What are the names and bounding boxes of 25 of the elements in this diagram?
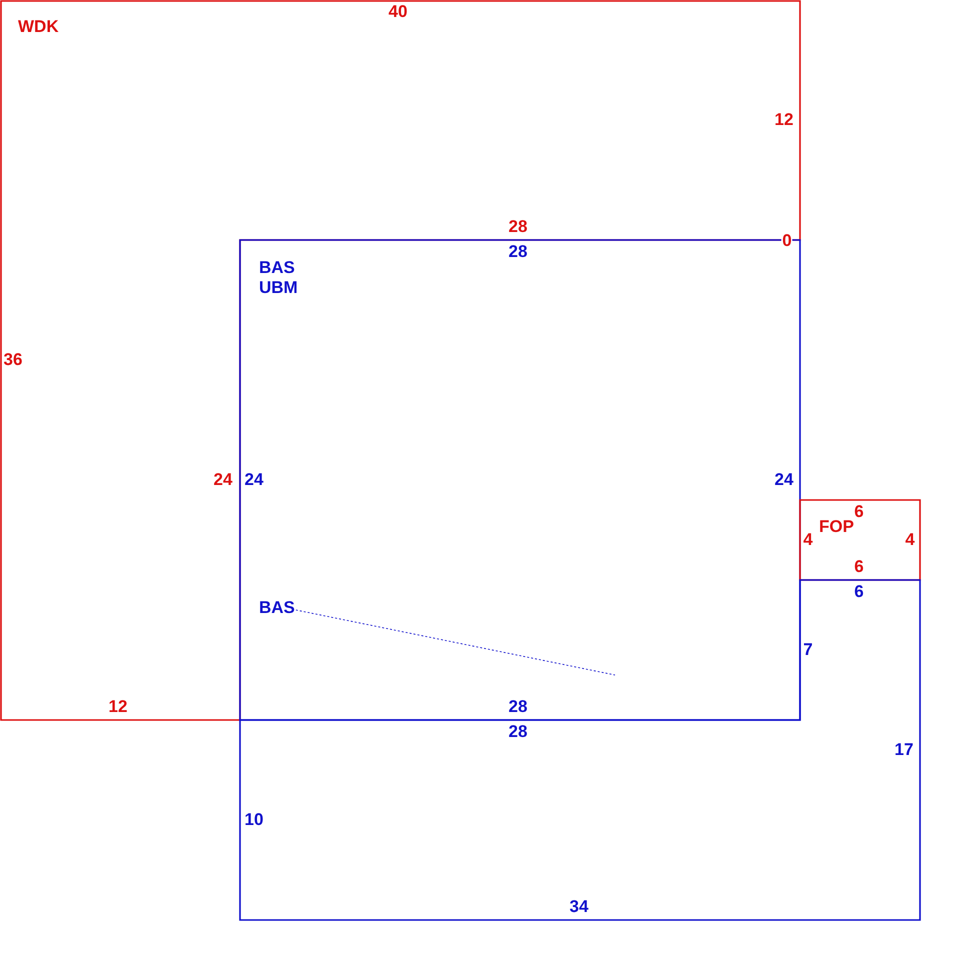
area-name: FOP	[819, 517, 854, 537]
dimension-label: 28	[508, 698, 528, 716]
dimension-label: 24	[214, 471, 232, 489]
dimension-label: 12	[108, 698, 128, 716]
dimension-label: 28	[508, 243, 528, 261]
leader-line	[296, 610, 616, 676]
area-name: WDK	[18, 17, 60, 37]
dimension-label: 40	[388, 3, 408, 21]
dimension-label: 4	[905, 531, 915, 549]
dimension-label: 36	[4, 351, 22, 369]
dimension-label: 6	[854, 503, 864, 521]
dimension-label: 28	[508, 723, 528, 741]
dimension-label: 24	[244, 471, 264, 489]
dimension-label: 34	[570, 898, 588, 916]
dimension-label: 17	[894, 741, 914, 759]
dimension-label: 10	[244, 811, 264, 829]
dimension-label: 12	[774, 111, 794, 129]
area-name: BAS	[259, 598, 295, 618]
dimension-label: 28	[508, 218, 528, 236]
dimension-label: 4	[803, 531, 813, 549]
area-name: BAS UBM	[259, 258, 299, 298]
dimension-label: 24	[774, 471, 794, 489]
dimension-label: 7	[803, 641, 813, 659]
dimension-label: 6	[854, 558, 864, 576]
dimension-label: 6	[854, 583, 864, 601]
